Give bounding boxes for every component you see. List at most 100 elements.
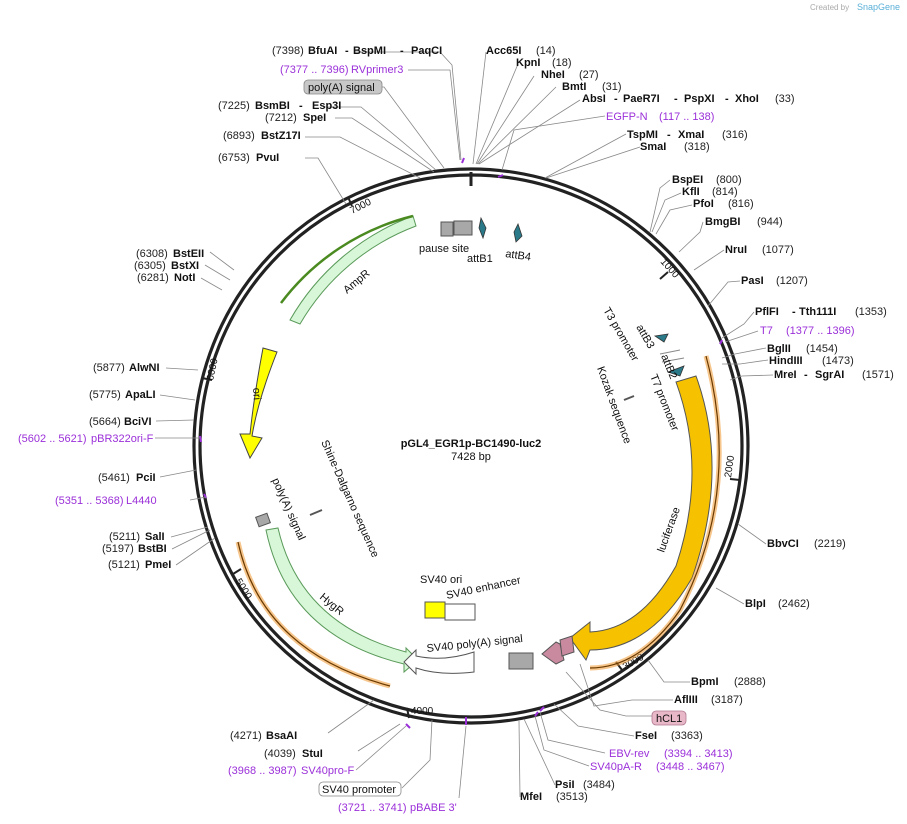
site-bstbi: (5197)BstBI <box>102 543 167 555</box>
ori-label: ori <box>250 387 263 400</box>
svg-text:(2219): (2219) <box>814 538 846 550</box>
tick-2000: 2000 <box>723 454 737 478</box>
svg-text:(316): (316) <box>722 129 748 141</box>
svg-text:(27): (27) <box>579 69 599 81</box>
primer-sv40pa-r: SV40pA-R(3448 .. 3467) <box>590 761 725 773</box>
attb1-label: attB1 <box>467 253 493 265</box>
svg-text:PvuI: PvuI <box>256 152 279 164</box>
pause-site-label: pause site <box>419 243 469 255</box>
svg-text:(944): (944) <box>757 216 783 228</box>
svg-text:(6305): (6305) <box>134 260 166 272</box>
site-bsteii: (6308)BstEII <box>136 248 204 260</box>
attb3-marker <box>653 333 669 343</box>
svg-text:Esp3I: Esp3I <box>312 100 341 112</box>
svg-text:BciVI: BciVI <box>124 416 152 428</box>
svg-text:-: - <box>299 100 303 112</box>
svg-text:MreI: MreI <box>774 369 797 381</box>
pause-site-box2 <box>453 220 473 236</box>
svg-text:PaeR7I: PaeR7I <box>623 93 660 105</box>
svg-text:(816): (816) <box>728 198 754 210</box>
svg-text:BmgBI: BmgBI <box>705 216 740 228</box>
svg-text:(33): (33) <box>775 93 795 105</box>
site-spei: (7212)SpeI <box>265 112 326 124</box>
svg-text:XmaI: XmaI <box>678 129 704 141</box>
sv40-promoter-tag: SV40 promoter <box>318 781 402 797</box>
attb4-marker <box>513 222 523 243</box>
svg-text:-: - <box>674 93 678 105</box>
primer-ebv-rev: EBV-rev(3394 .. 3413) <box>609 748 733 760</box>
svg-text:KflI: KflI <box>682 186 700 198</box>
svg-text:SgrAI: SgrAI <box>815 369 844 381</box>
svg-text:(1077): (1077) <box>762 244 794 256</box>
hpest-arrow <box>541 641 565 665</box>
svg-text:BmtI: BmtI <box>562 81 586 93</box>
svg-text:(4039): (4039) <box>264 748 296 760</box>
svg-text:(5775): (5775) <box>89 389 121 401</box>
site-mfei: MfeI(3513) <box>520 791 588 803</box>
plasmid-name: pGL4_EGR1p-BC1490-luc2 <box>401 438 542 450</box>
hcl1-tag: hCL1 <box>651 710 687 726</box>
kozak-marker <box>623 395 635 401</box>
svg-text:AlwNI: AlwNI <box>129 362 160 374</box>
svg-text:(3363): (3363) <box>671 730 703 742</box>
svg-text:(4271): (4271) <box>230 730 262 742</box>
svg-text:(1207): (1207) <box>776 275 808 287</box>
svg-text:(6893): (6893) <box>223 130 255 142</box>
sv40-polya-box <box>508 652 534 670</box>
ampr-arrow <box>289 215 417 325</box>
svg-text:PciI: PciI <box>136 472 156 484</box>
svg-text:EGFP-N: EGFP-N <box>606 111 648 123</box>
attb4-label: attB4 <box>505 248 532 263</box>
site-fsei: FseI(3363) <box>635 730 703 742</box>
svg-text:(117 .. 138): (117 .. 138) <box>659 111 714 123</box>
svg-text:-: - <box>400 45 404 57</box>
svg-text:BspEI: BspEI <box>672 174 703 186</box>
site-pfoi: PfoI (816) <box>693 198 754 210</box>
svg-text:(7377 .. 7396): (7377 .. 7396) <box>280 64 349 76</box>
svg-text:(3187): (3187) <box>711 694 743 706</box>
site-bfuai: (7398) BfuAI - BspMI - PaqCI <box>272 45 442 57</box>
svg-text:PmeI: PmeI <box>145 559 171 571</box>
site-absi: AbsI - PaeR7I - PspXI - XhoI (33) <box>582 93 795 105</box>
t3-promoter-label: T3 promoter <box>600 306 641 364</box>
svg-text:-: - <box>345 45 349 57</box>
primer-pbabe3: (3721 .. 3741)pBABE 3' <box>338 802 457 814</box>
svg-text:pBABE 3': pBABE 3' <box>410 802 457 814</box>
svg-text:(5351 .. 5368): (5351 .. 5368) <box>55 495 124 507</box>
svg-text:BglII: BglII <box>767 343 791 355</box>
svg-text:(1377 .. 1396): (1377 .. 1396) <box>786 325 855 337</box>
site-bspei: BspEI(800) <box>672 174 742 186</box>
svg-text:(3394 .. 3413): (3394 .. 3413) <box>664 748 733 760</box>
polya-top-tag: poly(A) signal <box>303 79 383 95</box>
svg-text:(3968 .. 3987): (3968 .. 3987) <box>228 765 297 777</box>
sv40-ori-label: SV40 ori <box>420 574 462 586</box>
svg-text:(2888): (2888) <box>734 676 766 688</box>
site-bsmbi: (7225) BsmBI - Esp3I <box>218 100 341 112</box>
svg-text:BpmI: BpmI <box>691 676 719 688</box>
plasmid-backbone <box>192 167 750 725</box>
svg-text:XhoI: XhoI <box>735 93 759 105</box>
svg-text:PasI: PasI <box>741 275 764 287</box>
svg-text:BsaAI: BsaAI <box>266 730 297 742</box>
svg-text:(1454): (1454) <box>806 343 838 355</box>
feature-arrows <box>199 157 723 729</box>
svg-text:PfoI: PfoI <box>693 198 714 210</box>
primer-l4440: (5351 .. 5368)L4440 <box>55 495 157 507</box>
svg-text:T7: T7 <box>760 325 773 337</box>
credit-prefix: Created by <box>810 3 849 12</box>
site-smai: SmaI(318) <box>640 141 710 153</box>
primer-egfp-n: EGFP-N (117 .. 138) <box>606 111 714 123</box>
svg-text:BspMI: BspMI <box>353 45 386 57</box>
site-pvui: (6753) PvuI <box>218 152 279 164</box>
site-nrui: NruI (1077) <box>725 244 794 256</box>
svg-text:(3721 .. 3741): (3721 .. 3741) <box>338 802 407 814</box>
svg-text:(814): (814) <box>712 186 738 198</box>
attb2-marker <box>666 365 685 377</box>
svg-text:Acc65I: Acc65I <box>486 45 521 57</box>
svg-text:(6753): (6753) <box>218 152 250 164</box>
svg-text:AflIII: AflIII <box>674 694 698 706</box>
svg-text:NruI: NruI <box>725 244 747 256</box>
svg-text:(7212): (7212) <box>265 112 297 124</box>
site-stui: (4039)StuI <box>264 748 323 760</box>
